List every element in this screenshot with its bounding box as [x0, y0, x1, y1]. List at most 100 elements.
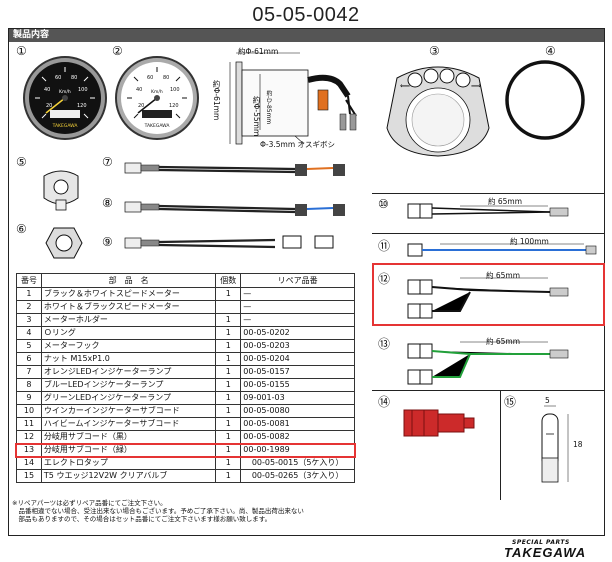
- blue-led-lamp: [124, 201, 345, 216]
- row-part-name: ホワイト＆ブラックスピードメーター: [40, 300, 217, 314]
- dim-cable10: 約 65mm: [488, 197, 523, 206]
- row-number: 9: [16, 391, 42, 405]
- item-number-11: ⑪: [378, 239, 391, 253]
- item-number-8: ⑧: [102, 196, 113, 210]
- item-number-7: ⑦: [102, 155, 113, 169]
- gauge2-scale-20: 20: [138, 103, 144, 109]
- row-repair-number: 00-05-0265（3ケ入り）: [240, 469, 355, 483]
- green-led-lamp: [124, 235, 334, 249]
- gauge1-unit: Km/h: [59, 89, 71, 95]
- item-number-12: ⑫: [378, 272, 391, 286]
- row-number: 15: [16, 469, 42, 483]
- row-part-name: メーターフック: [40, 339, 217, 353]
- row-part-name: ブルーLEDインジケーターランプ: [40, 378, 217, 392]
- item-number-5: ⑤: [16, 155, 27, 169]
- row-part-name: 分岐用サブコード（黒）: [40, 430, 217, 444]
- gauge1-scale-40: 40: [44, 87, 50, 93]
- row-quantity: 1: [215, 469, 242, 483]
- row-repair-number: 00-05-0155: [240, 378, 355, 392]
- row-number: 11: [16, 417, 42, 431]
- dim-holder-height: 約Φ-61mm: [212, 80, 221, 121]
- divider-11: [372, 233, 605, 235]
- row-repair-number: 00-05-0203: [240, 339, 355, 353]
- black-speedometer: 20 40 60 80 100 120 Km/h TAKEGAWA: [23, 56, 107, 140]
- t5-bulb: [541, 405, 569, 483]
- row-repair-number: —: [240, 300, 355, 314]
- row-part-name: エレクトロタップ: [40, 456, 217, 470]
- dim-bulb-width: 5: [545, 396, 550, 405]
- orange-led-lamp: [124, 162, 345, 176]
- item-number-2: ②: [112, 44, 123, 58]
- row-part-name: オレンジLEDインジケーターランプ: [40, 365, 217, 379]
- row-number: 10: [16, 404, 42, 418]
- row-part-name: ナット M15xP1.0: [40, 352, 217, 366]
- row-number: 1: [16, 287, 42, 301]
- gauge2-scale-40: 40: [136, 87, 142, 93]
- brand-tagline: SPECIAL PARTS: [512, 539, 570, 546]
- electro-tap: [403, 409, 475, 437]
- row-number: 8: [16, 378, 42, 392]
- gauge2-scale-80: 80: [163, 75, 169, 81]
- row-number: 4: [16, 326, 42, 340]
- gauge1-scale-100: 100: [78, 87, 88, 93]
- row-repair-number: 00-05-0080: [240, 404, 355, 418]
- turn-signal-subcord: [407, 203, 569, 219]
- row-part-name: メーターホルダー: [40, 313, 217, 327]
- gauge2-scale-120: 120: [169, 103, 179, 109]
- header-number: 番号: [16, 273, 42, 288]
- item-number-3: ③: [429, 44, 440, 58]
- gauge2-scale-100: 100: [170, 87, 180, 93]
- row-number: 6: [16, 352, 42, 366]
- divider-14: [372, 390, 605, 392]
- high-beam-subcord: [407, 243, 597, 257]
- dim-cable12: 約 65mm: [486, 271, 521, 280]
- row-repair-number: 09-001-03: [240, 391, 355, 405]
- row-repair-number: 00-05-0015（5ケ入り）: [240, 456, 355, 470]
- dim-stud: Φ-3.5mm オスギボシ: [260, 140, 336, 149]
- white-speedometer: 20 40 60 80 100 120 Km/h TAKEGAWA: [115, 56, 199, 140]
- row-quantity: 1: [215, 339, 242, 353]
- row-repair-number: 00-05-0204: [240, 352, 355, 366]
- gauge1-scale-120: 120: [77, 103, 87, 109]
- row-repair-number: —: [240, 287, 355, 301]
- item-number-4: ④: [545, 44, 556, 58]
- row-number: 5: [16, 339, 42, 353]
- footnote: ※リペアパーツは必ずリペア品番にてご注文下さい。 品番相違でない場合、受注出来な…: [12, 499, 362, 523]
- footnote-line: 品番相違でない場合、受注出来ない場合もございます。予めご了承下さい。尚、製品出荷…: [12, 507, 304, 515]
- row-quantity: 1: [215, 391, 242, 405]
- row-quantity: 1: [215, 352, 242, 366]
- row-number: 7: [16, 365, 42, 379]
- meter-holder: ⟸ ⟹: [386, 66, 490, 157]
- nut: [45, 227, 83, 259]
- gauge1-scale-60: 60: [55, 75, 61, 81]
- item-number-9: ⑨: [102, 235, 113, 249]
- dim-holder-width: 約Φ-61mm: [238, 47, 279, 56]
- gauge1-scale-20: 20: [46, 103, 52, 109]
- row-quantity: 1: [215, 404, 242, 418]
- header-quantity: 個数: [215, 273, 242, 288]
- dim-bulb-height: 18: [573, 440, 583, 449]
- dim-holder-inner: 約Φ-55mm: [252, 96, 261, 137]
- divider-15: [500, 390, 502, 500]
- led-lamps: [124, 162, 345, 249]
- item-number-6: ⑥: [16, 222, 27, 236]
- section-header: 製品内容: [9, 29, 604, 42]
- row-number: 3: [16, 313, 42, 327]
- branch-subcord-green: [407, 341, 569, 385]
- highlight-item-12: [372, 263, 605, 326]
- o-ring: [505, 60, 585, 140]
- row-number: 12: [16, 430, 42, 444]
- row-number: 2: [16, 300, 42, 314]
